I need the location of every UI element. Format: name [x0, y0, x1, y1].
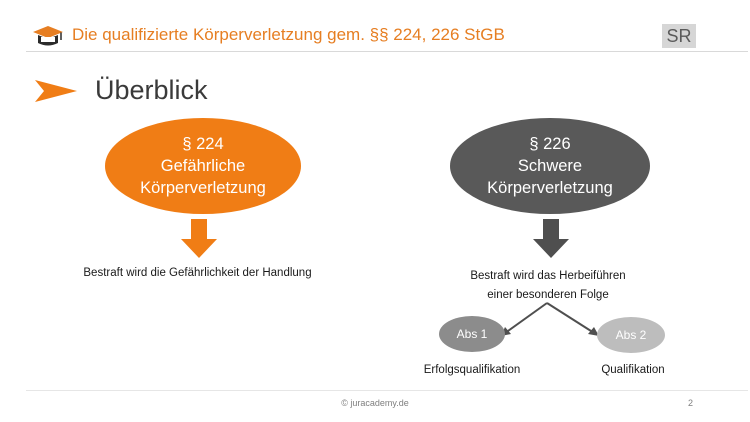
- header-divider: [26, 51, 748, 52]
- ellipse-224-line1: Gefährliche: [160, 157, 246, 175]
- caption-226-line2: einer besonderen Folge: [487, 289, 609, 301]
- slide-header-title: Die qualifizierte Körperverletzung gem. …: [72, 25, 505, 44]
- caption-224: Bestraft wird die Gefährlichkeit der Han…: [83, 267, 312, 279]
- branch-arrows: [501, 302, 599, 336]
- abs1-pill: Abs 1: [439, 316, 505, 352]
- footer-copyright: © juracademy.de: [341, 398, 409, 408]
- ellipse-226: § 226 Schwere Körperverletzung: [450, 118, 650, 214]
- graduation-book-icon: [33, 26, 63, 46]
- abs2-pill: Abs 2: [597, 317, 665, 353]
- footer-divider: [26, 390, 748, 391]
- ellipse-224: § 224 Gefährliche Körperverletzung: [105, 118, 301, 214]
- abs1-caption: Erfolgsqualifikation: [423, 364, 521, 376]
- ellipse-226-paragraph: § 226: [529, 135, 571, 153]
- caption-226-line1: Bestraft wird das Herbeiführen: [470, 270, 626, 282]
- ellipse-224-line2: Körperverletzung: [140, 179, 266, 197]
- ellipse-226-line2: Körperverletzung: [487, 179, 613, 197]
- ellipse-224-paragraph: § 224: [182, 135, 224, 153]
- abs2-caption: Qualifikation: [601, 364, 665, 376]
- arrow-down-icon: [181, 219, 217, 258]
- caption-226: Bestraft wird das Herbeiführen einer bes…: [432, 267, 664, 305]
- arrow-down-icon: [533, 219, 569, 258]
- page-number: 2: [688, 398, 694, 408]
- ellipse-226-line1: Schwere: [517, 157, 583, 175]
- section-title: Überblick: [95, 75, 208, 105]
- arrow-right-icon: [35, 80, 77, 102]
- sr-badge: SR: [662, 24, 696, 48]
